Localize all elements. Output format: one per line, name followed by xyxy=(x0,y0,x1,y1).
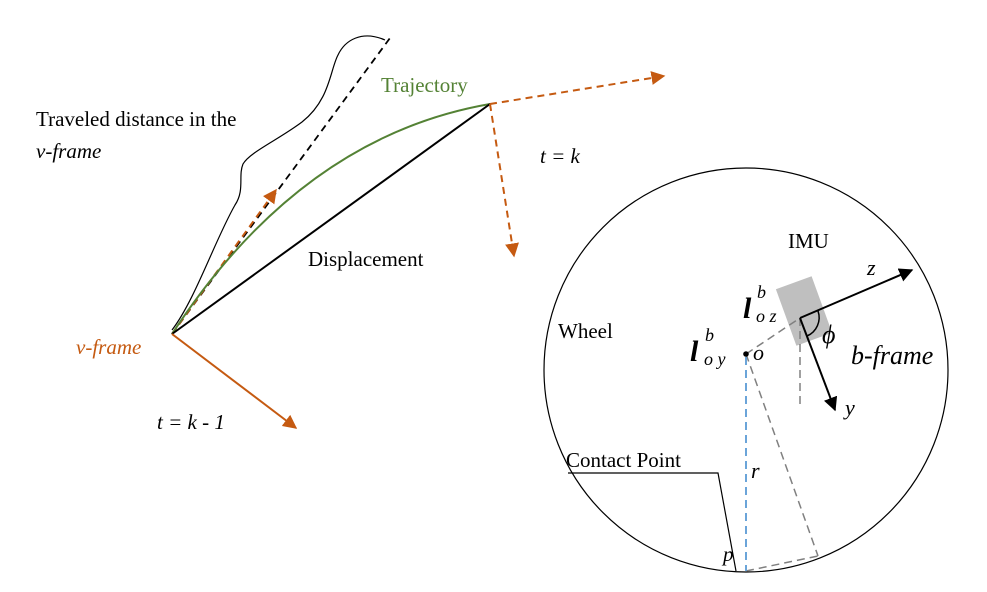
lever-z-dashed xyxy=(745,317,801,355)
trajectory-label: Trajectory xyxy=(381,73,468,97)
lever-arm-z-subscript: o z xyxy=(756,306,777,326)
z-axis-arrow xyxy=(799,268,914,319)
origin-label: o xyxy=(753,340,764,365)
contact-point-p-label: p xyxy=(721,542,734,566)
traveled-distance-label-line1: Traveled distance in the xyxy=(36,107,236,131)
origin-dot xyxy=(743,351,749,357)
lever-arm-z-base: l xyxy=(743,292,752,325)
wheel-circle xyxy=(543,167,949,573)
z-axis-label: z xyxy=(866,255,876,280)
imu-box xyxy=(775,276,833,346)
phi-angle-arc xyxy=(806,310,820,337)
lever-arm-y-subscript: o y xyxy=(704,349,726,369)
lever-arm-y-base: l xyxy=(690,335,699,368)
y-axis-arrow xyxy=(799,317,838,412)
wheel-label: Wheel xyxy=(558,319,613,343)
t-k-label: t = k xyxy=(540,144,581,168)
bframe-label: b-frame xyxy=(851,341,933,370)
contact-point-label: Contact Point xyxy=(566,448,681,472)
tk-side-dashed-arrow xyxy=(489,103,519,258)
displacement-line xyxy=(171,103,491,335)
lever-arm-y-label: l b o y xyxy=(690,325,726,369)
lever-arm-z-superscript: b xyxy=(757,282,766,302)
lever-arm-z-label: l b o z xyxy=(743,282,777,326)
traveled-distance-line xyxy=(171,37,391,335)
traveled-distance-label-line2: v-frame xyxy=(36,139,101,163)
t-k-minus-1-label: t = k - 1 xyxy=(157,410,225,434)
vframe-side-arrow xyxy=(171,333,298,429)
brace-icon xyxy=(171,35,386,331)
imu-label: IMU xyxy=(788,229,829,253)
contact-point-leader xyxy=(568,472,737,572)
vframe-label: v-frame xyxy=(76,335,141,359)
y-axis-label: y xyxy=(843,395,855,420)
displacement-label: Displacement xyxy=(308,247,424,271)
trajectory-curve xyxy=(171,103,491,335)
tk-forward-dashed-arrow xyxy=(489,71,666,105)
radius-label: r xyxy=(751,458,760,483)
wheel-rim-dashed-1 xyxy=(745,353,819,557)
phi-label: ϕ xyxy=(822,320,835,349)
lever-arm-y-superscript: b xyxy=(705,325,714,345)
